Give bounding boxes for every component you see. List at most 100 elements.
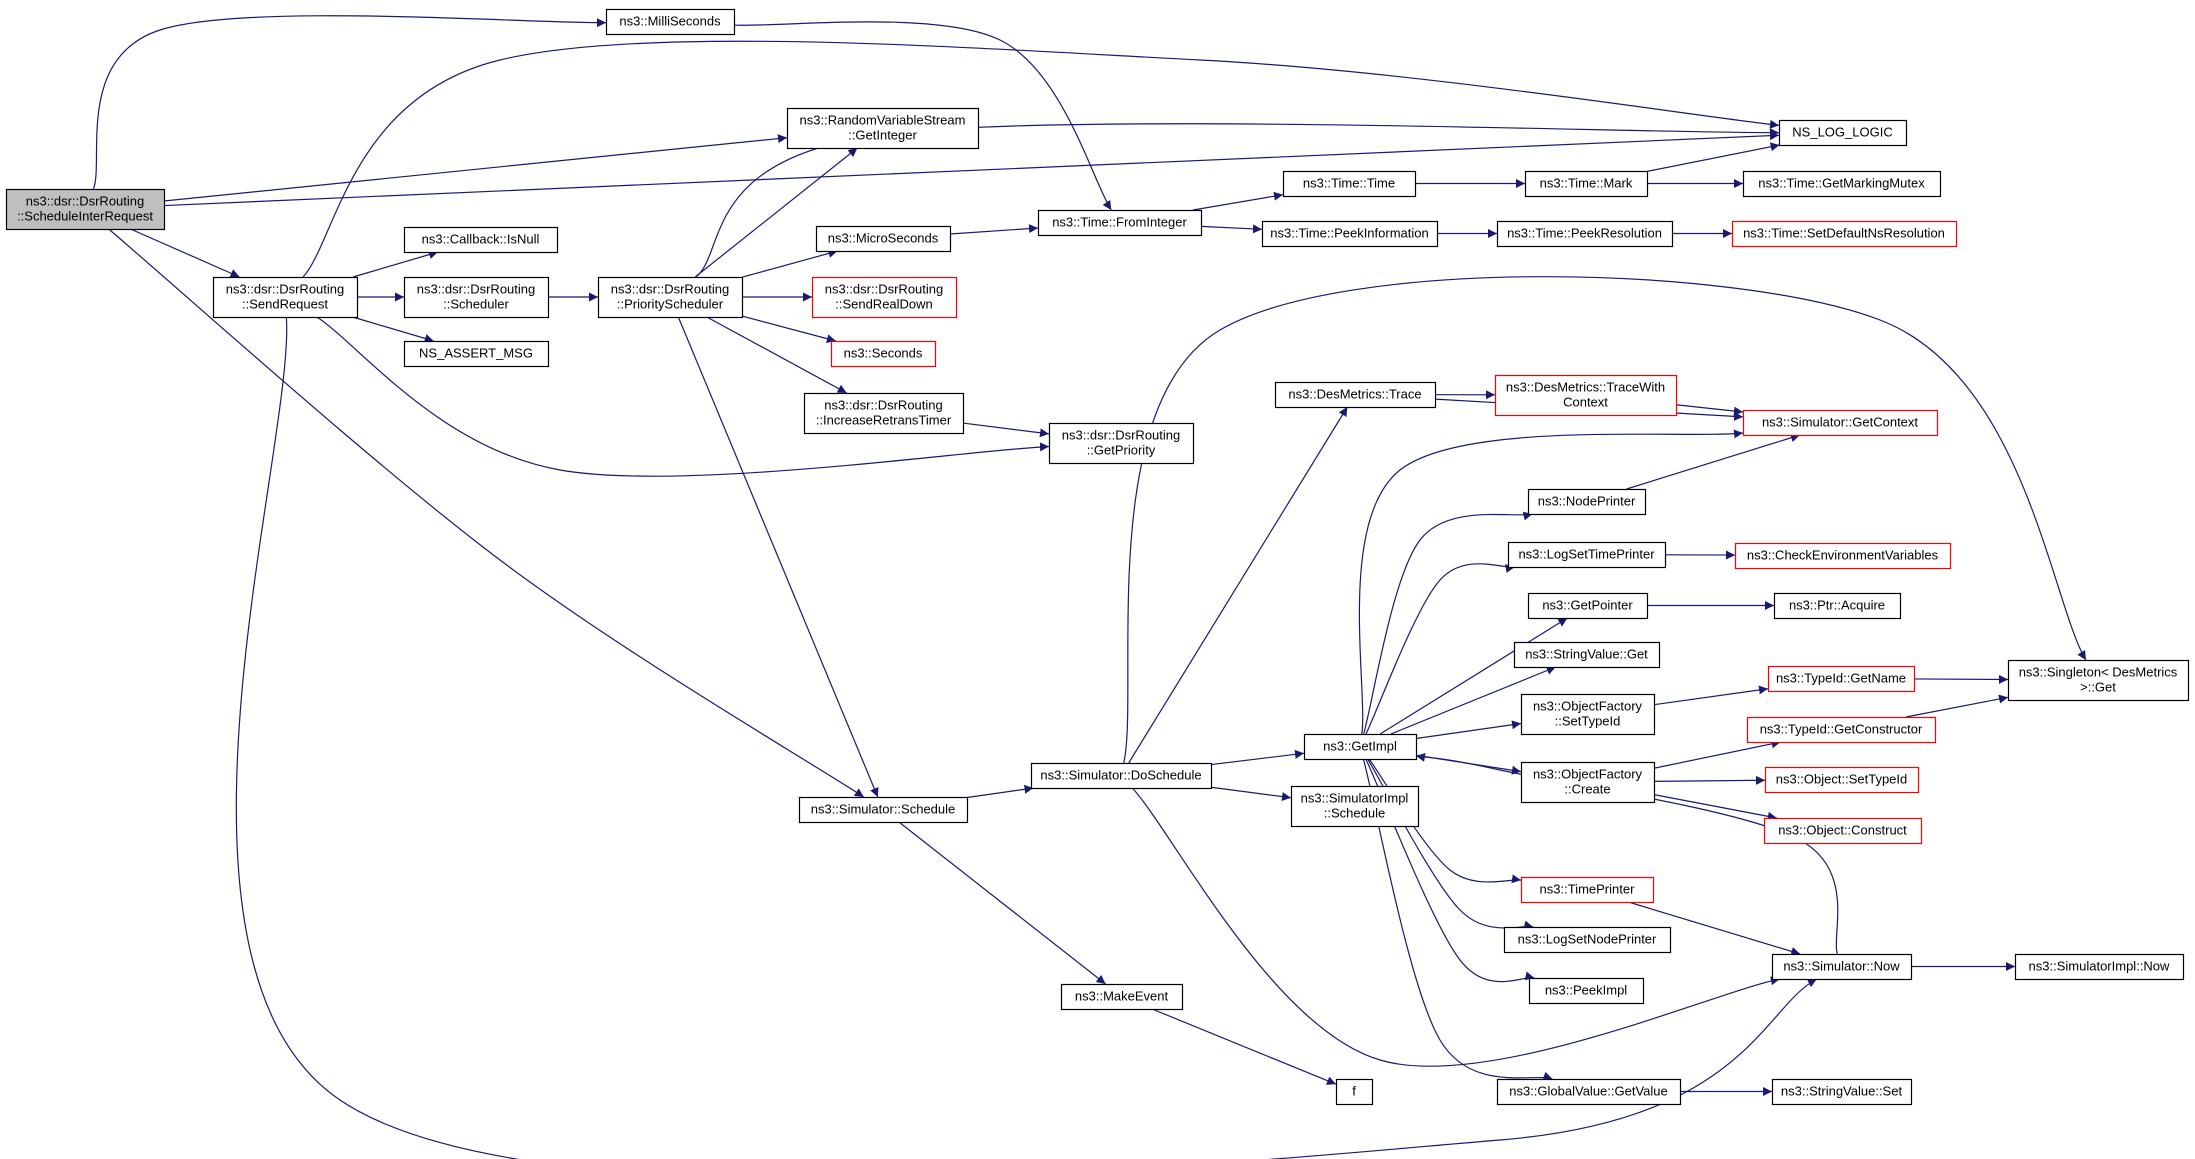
node-root[interactable]: ns3::dsr::DsrRouting::ScheduleInterReque… [5, 188, 166, 231]
node-sendrealdown[interactable]: ns3::dsr::DsrRouting::SendRealDown [811, 276, 958, 319]
node-box-time_setdefaultnsresolution [1731, 220, 1958, 248]
node-label-time_setdefaultnsresolution-0: ns3::Time::SetDefaultNsResolution [1743, 226, 1945, 241]
node-makeevent[interactable]: ns3::MakeEvent [1060, 983, 1184, 1011]
node-time_getmarkingmutex[interactable]: ns3::Time::GetMarkingMutex [1742, 170, 1942, 198]
node-callback_isnull[interactable]: ns3::Callback::IsNull [403, 226, 559, 254]
node-label-time_mark-0: ns3::Time::Mark [1540, 176, 1633, 191]
node-sendrequest[interactable]: ns3::dsr::DsrRouting::SendRequest [212, 276, 359, 319]
node-object_settypeid[interactable]: ns3::Object::SetTypeId [1764, 766, 1920, 794]
node-stringvalue_get[interactable]: ns3::StringValue::Get [1513, 641, 1661, 669]
node-peekimpl[interactable]: ns3::PeekImpl [1528, 977, 1645, 1005]
node-label-typeid_getname-0: ns3::TypeId::GetName [1776, 671, 1906, 686]
node-label-increaseretranstimer-1: ::IncreaseRetransTimer [816, 413, 952, 428]
edge-getimpl-to-objectfactory_settypeid [1415, 720, 1522, 740]
node-nodeprinter[interactable]: ns3::NodePrinter [1527, 488, 1647, 516]
node-simulatorimpl_now[interactable]: ns3::SimulatorImpl::Now [2014, 953, 2185, 981]
edge-priorityscheduler-to-increaseretranstimer [706, 316, 847, 394]
node-typeid_getconstructor[interactable]: ns3::TypeId::GetConstructor [1746, 716, 1937, 744]
edge-getimpl-to-stringvalue_get [1390, 666, 1556, 735]
node-simulator_getcontext[interactable]: ns3::Simulator::GetContext [1742, 409, 1939, 437]
node-getimpl[interactable]: ns3::GetImpl [1303, 733, 1418, 761]
node-label-ns_assert_msg-0: NS_ASSERT_MSG [419, 346, 533, 361]
node-box-timeprinter [1520, 876, 1655, 904]
node-box-ns_assert_msg [403, 340, 550, 368]
node-priorityscheduler[interactable]: ns3::dsr::DsrRouting::PriorityScheduler [597, 276, 744, 319]
node-seconds[interactable]: ns3::Seconds [830, 340, 937, 368]
node-ptr_acquire[interactable]: ns3::Ptr::Acquire [1773, 592, 1902, 620]
node-box-logsettimeprinter [1507, 541, 1667, 569]
node-label-peekimpl-0: ns3::PeekImpl [1545, 983, 1627, 998]
node-label-simulator_getcontext-0: ns3::Simulator::GetContext [1762, 415, 1918, 430]
node-label-time_time-0: ns3::Time::Time [1303, 176, 1395, 191]
node-stringvalue_set[interactable]: ns3::StringValue::Set [1771, 1078, 1913, 1106]
node-label-objectfactory_create-1: ::Create [1564, 782, 1610, 797]
edge-priorityscheduler-to-ns_log_logic [695, 123, 1780, 278]
node-microseconds[interactable]: ns3::MicroSeconds [815, 225, 952, 253]
edge-increaseretranstimer-to-getpriority [962, 422, 1050, 438]
edge-root-to-simulator_schedule [108, 228, 865, 798]
node-checkenvironmentvariables[interactable]: ns3::CheckEnvironmentVariables [1734, 542, 1952, 570]
edge-desmetrics_tracewithcontext-to-simulator_getcontext [1675, 404, 1744, 416]
edge-time_frominteger-to-time_peekinformation [1200, 224, 1263, 234]
node-globalvalue_getvalue[interactable]: ns3::GlobalValue::GetValue [1496, 1078, 1682, 1106]
edge-milliseconds-to-time_frominteger [733, 21, 1112, 211]
node-increaseretranstimer[interactable]: ns3::dsr::DsrRouting::IncreaseRetransTim… [803, 392, 965, 435]
node-scheduler[interactable]: ns3::dsr::DsrRouting::Scheduler [403, 276, 550, 319]
node-label-ptr_acquire-0: ns3::Ptr::Acquire [1789, 598, 1885, 613]
node-logsetnodeprinter[interactable]: ns3::LogSetNodePrinter [1503, 926, 1672, 954]
node-box-time_mark [1524, 170, 1649, 198]
node-simulator_schedule[interactable]: ns3::Simulator::Schedule [798, 796, 969, 824]
edge-getimpl-to-logsetnodeprinter [1367, 758, 1534, 930]
edge-timeprinter-to-simulator_now [1628, 901, 1801, 956]
node-label-objectfactory_settypeid-0: ns3::ObjectFactory [1533, 699, 1643, 714]
node-label-root-0: ns3::dsr::DsrRouting [26, 194, 145, 209]
node-time_peekresolution[interactable]: ns3::Time::PeekResolution [1496, 220, 1674, 248]
node-label-time_peekresolution-0: ns3::Time::PeekResolution [1507, 226, 1662, 241]
node-label-stringvalue_get-0: ns3::StringValue::Get [1525, 647, 1648, 662]
node-ns_log_logic[interactable]: NS_LOG_LOGIC [1778, 119, 1908, 147]
node-time_setdefaultnsresolution[interactable]: ns3::Time::SetDefaultNsResolution [1731, 220, 1958, 248]
node-label-seconds-0: ns3::Seconds [844, 346, 923, 361]
node-simulator_doschedule[interactable]: ns3::Simulator::DoSchedule [1030, 762, 1213, 790]
node-milliseconds[interactable]: ns3::MilliSeconds [605, 8, 736, 36]
node-f[interactable]: f [1335, 1078, 1374, 1106]
node-box-rvs_getinteger [786, 107, 980, 150]
node-box-simulatorimpl_schedule [1290, 785, 1420, 828]
node-desmetrics_trace[interactable]: ns3::DesMetrics::Trace [1274, 381, 1437, 409]
node-box-simulator_schedule [798, 796, 969, 824]
node-time_frominteger[interactable]: ns3::Time::FromInteger [1037, 209, 1203, 237]
node-box-f [1335, 1078, 1374, 1106]
node-label-getpointer-0: ns3::GetPointer [1542, 598, 1633, 613]
node-label-globalvalue_getvalue-0: ns3::GlobalValue::GetValue [1509, 1084, 1668, 1099]
node-objectfactory_create[interactable]: ns3::ObjectFactory::Create [1520, 761, 1656, 804]
node-objectfactory_settypeid[interactable]: ns3::ObjectFactory::SetTypeId [1520, 693, 1656, 736]
node-typeid_getname[interactable]: ns3::TypeId::GetName [1767, 665, 1916, 693]
node-rvs_getinteger[interactable]: ns3::RandomVariableStream::GetInteger [786, 107, 980, 150]
node-simulator_now[interactable]: ns3::Simulator::Now [1771, 953, 1913, 981]
edge-getimpl-to-simulator_getcontext [1358, 429, 1744, 735]
edge-sendrequest-to-simulator_now [235, 316, 1818, 1159]
edge-priorityscheduler-to-seconds [741, 315, 837, 344]
node-singleton_get[interactable]: ns3::Singleton< DesMetrics>::Get [2007, 659, 2190, 702]
node-time_peekinformation[interactable]: ns3::Time::PeekInformation [1261, 220, 1439, 248]
node-box-callback_isnull [403, 226, 559, 254]
node-label-simulator_now-0: ns3::Simulator::Now [1783, 959, 1900, 974]
node-simulatorimpl_schedule[interactable]: ns3::SimulatorImpl::Schedule [1290, 785, 1420, 828]
node-ns_assert_msg[interactable]: NS_ASSERT_MSG [403, 340, 550, 368]
edge-sendrequest-to-callback_isnull [352, 250, 439, 278]
node-getpointer[interactable]: ns3::GetPointer [1527, 592, 1649, 620]
node-box-seconds [830, 340, 937, 368]
node-label-milliseconds-0: ns3::MilliSeconds [619, 14, 721, 29]
node-object_construct[interactable]: ns3::Object::Construct [1763, 817, 1923, 845]
edge-simulator_now-to-getimpl [1415, 752, 1839, 955]
node-timeprinter[interactable]: ns3::TimePrinter [1520, 876, 1655, 904]
node-getpriority[interactable]: ns3::dsr::DsrRouting::GetPriority [1048, 422, 1195, 465]
node-time_time[interactable]: ns3::Time::Time [1282, 170, 1417, 198]
node-time_mark[interactable]: ns3::Time::Mark [1524, 170, 1649, 198]
node-logsettimeprinter[interactable]: ns3::LogSetTimePrinter [1507, 541, 1667, 569]
edge-microseconds-to-time_frominteger [949, 224, 1039, 235]
node-box-ns_log_logic [1778, 119, 1908, 147]
node-label-checkenvironmentvariables-0: ns3::CheckEnvironmentVariables [1747, 548, 1939, 563]
